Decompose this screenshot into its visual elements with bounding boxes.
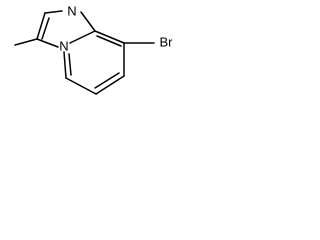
- atom-label-bromine: Br: [160, 34, 174, 49]
- bond-c6-c5: [65, 77, 97, 95]
- bond-c8a-c8-double: [96, 35, 122, 47]
- bond-c5-n-bridge: [63, 51, 67, 79]
- chemical-structure: N N Br: [14, 3, 173, 95]
- bond-c8a-c8: [94, 30, 125, 44]
- bond-c2-c3: [36, 12, 46, 40]
- bond-n-bridge-c8a: [69, 30, 96, 44]
- bond-n-top-c8a: [80, 11, 96, 32]
- atom-label-n-top: N: [67, 3, 76, 18]
- atom-label-n-bridge: N: [59, 38, 68, 53]
- bond-c5-n-bridge-double: [68, 53, 72, 76]
- bond-c7-c6: [95, 75, 125, 95]
- bond-c3-n-bridge: [36, 38, 59, 48]
- bonds: [14, 10, 155, 95]
- bond-methyl: [14, 38, 38, 46]
- bond-c2-c3-double: [41, 17, 50, 40]
- bond-n-top-c2: [44, 10, 63, 14]
- bond-c7-c6-double: [94, 72, 120, 89]
- atom-labels: N N Br: [59, 3, 173, 53]
